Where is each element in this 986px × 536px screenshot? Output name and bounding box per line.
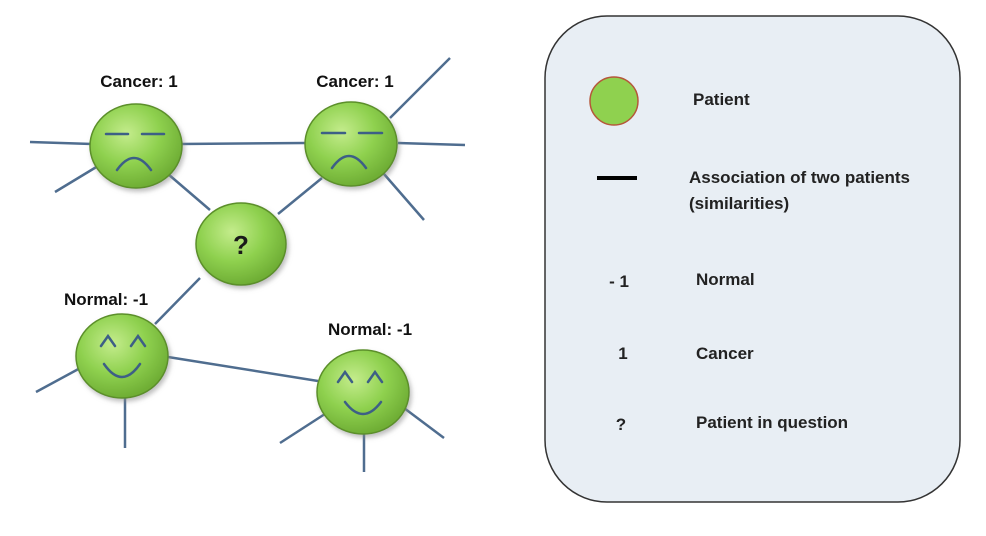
edge-cancer1-question (167, 173, 211, 211)
legend-item-patient: Patient (589, 76, 750, 126)
edge-dangling (54, 164, 99, 194)
smile-face-icon (336, 369, 384, 416)
question-mark: ? (233, 230, 249, 260)
node-cancer-1: Cancer: 1 (89, 72, 183, 189)
legend-symbol: 1 (618, 344, 627, 363)
legend-label: Patient (693, 90, 750, 109)
edge-dangling (389, 57, 451, 119)
legend-label: (similarities) (689, 194, 789, 213)
edge-question-normal1 (154, 277, 201, 325)
node-normal-2: Normal: -1 (316, 320, 412, 435)
edge-normal1-normal2 (167, 355, 319, 383)
node-label: Cancer: 1 (100, 72, 177, 91)
legend-item-association: Association of two patients (similaritie… (597, 168, 910, 213)
legend-label: Cancer (696, 344, 754, 363)
edge-dangling (279, 410, 329, 445)
edge-dangling (403, 407, 445, 439)
legend-label: Normal (696, 270, 755, 289)
edges (29, 57, 466, 472)
patient-node (304, 101, 398, 187)
node-label: Cancer: 1 (316, 72, 393, 91)
legend-item-cancer: 1 Cancer (618, 344, 754, 363)
edge-dangling (383, 173, 425, 221)
node-cancer-2: Cancer: 1 (304, 72, 398, 187)
patient-node (75, 313, 169, 399)
legend-label: Patient in question (696, 413, 848, 432)
edge-dangling (35, 364, 85, 394)
sad-face-icon (320, 131, 384, 170)
node-label: Normal: -1 (64, 290, 148, 309)
patient-node (195, 202, 287, 286)
legend-item-question: ? Patient in question (616, 413, 848, 434)
edge-cancer2-question (277, 177, 323, 215)
sad-face-icon (104, 132, 166, 172)
legend-item-normal: - 1 Normal (609, 270, 755, 291)
legend: Patient Association of two patients (sim… (544, 15, 961, 503)
edge-dangling (397, 141, 466, 147)
node-label: Normal: -1 (328, 320, 412, 339)
smile-face-icon (99, 333, 147, 379)
edge-cancer1-cancer2 (179, 141, 306, 146)
node-normal-1: Normal: -1 (64, 290, 169, 399)
patient-swatch-icon (589, 76, 639, 126)
legend-label: Association of two patients (689, 168, 910, 187)
patient-node (316, 349, 410, 435)
legend-symbol: ? (616, 415, 626, 434)
edge-dangling (29, 140, 93, 146)
patient-node (89, 103, 183, 189)
legend-symbol: - 1 (609, 272, 629, 291)
node-question: ? (195, 202, 287, 286)
legend-box (544, 15, 961, 503)
